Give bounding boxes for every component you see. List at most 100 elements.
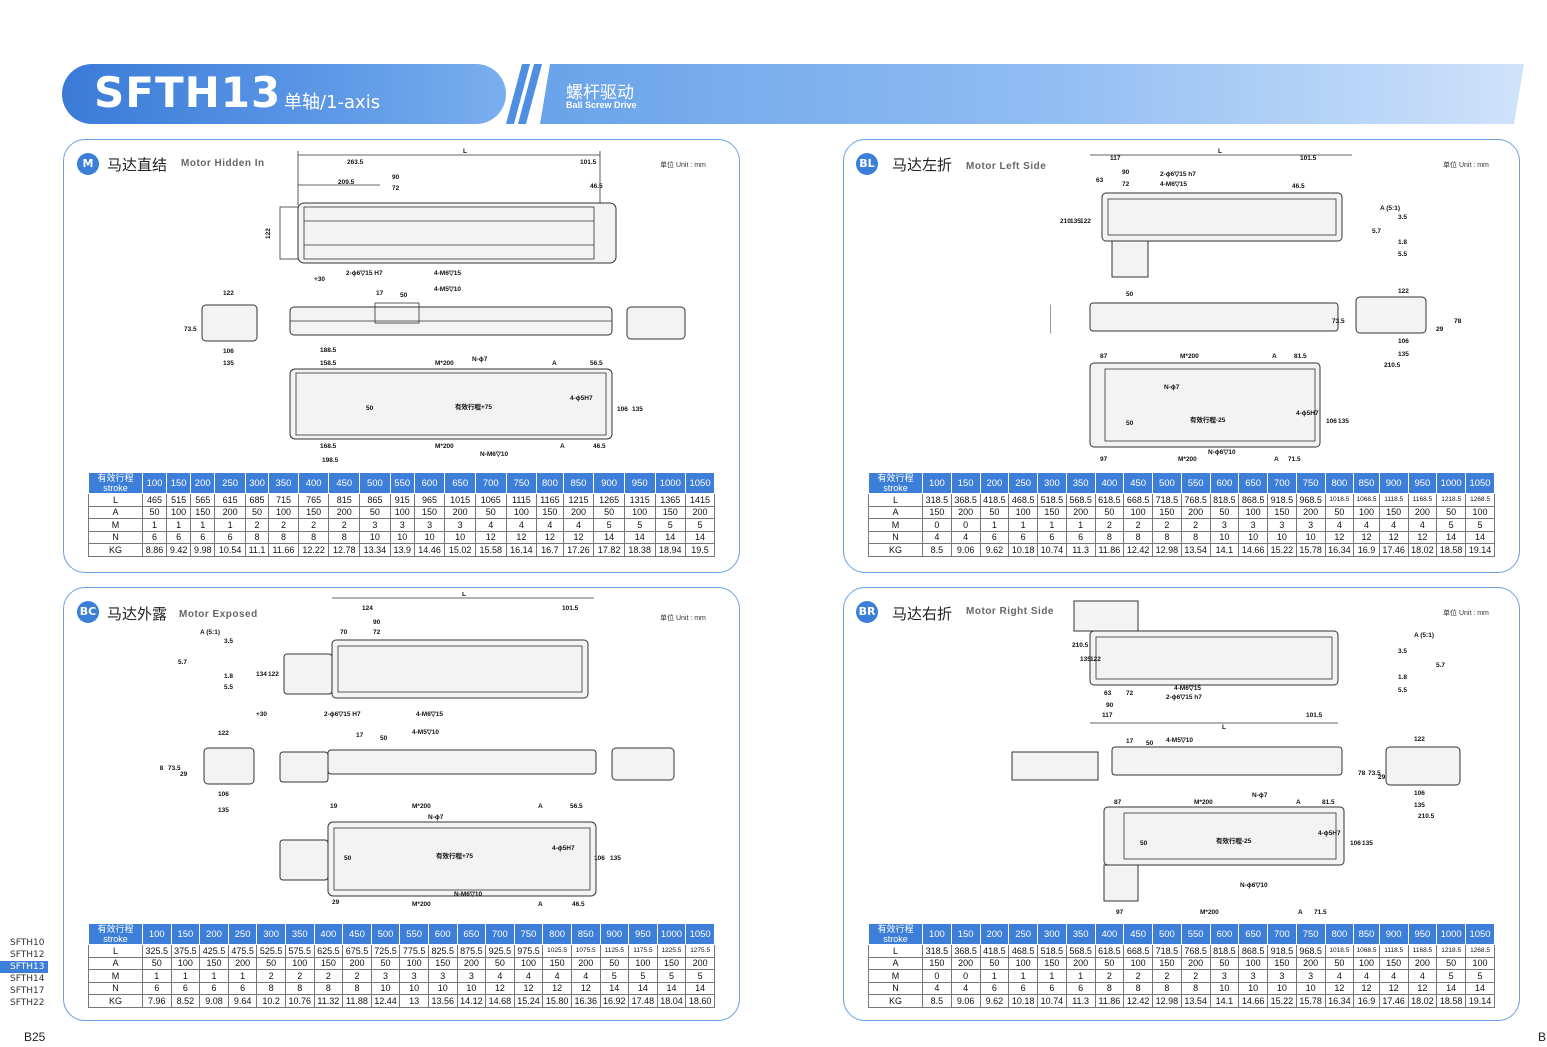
dim-ag: 106 — [1326, 418, 1337, 425]
stroke-col-header: 650 — [1238, 472, 1268, 494]
table-cell: 6 — [979, 530, 1010, 544]
table-cell: 200 — [685, 505, 715, 519]
dim-b: 101.5 — [1306, 712, 1323, 719]
table-cell: 1025.5 — [542, 944, 572, 958]
stroke-col-header: 750 — [513, 923, 544, 945]
dim-d: 63 — [1104, 690, 1112, 697]
table-cell: 100 — [268, 505, 299, 519]
table-cell: 718.5 — [1152, 944, 1182, 958]
table-cell: 100 — [1465, 505, 1495, 519]
table-cell: 150 — [1378, 956, 1409, 970]
table-cell: 1068.5 — [1353, 944, 1380, 958]
table-cell: 968.5 — [1295, 944, 1326, 958]
table-cell: 6 — [979, 981, 1010, 995]
stroke-col-header: 950 — [1407, 923, 1438, 945]
table-cell: 4 — [505, 518, 538, 532]
table-cell: 1125.5 — [599, 944, 630, 958]
dim-x: 135 — [218, 807, 229, 814]
dim-t: 29 — [1436, 326, 1444, 333]
dim-z: 87 — [1114, 799, 1122, 806]
table-cell: 6 — [1037, 981, 1067, 995]
dim-u: 78 — [1454, 318, 1462, 325]
dim-ai: 97 — [1100, 456, 1108, 463]
table-cell: 675.5 — [342, 944, 372, 958]
table-cell: 868.5 — [1238, 944, 1268, 958]
dim-m: +30 — [256, 711, 267, 718]
table-cell: 1265 — [593, 493, 625, 507]
series-index-item[interactable]: SFTH10 — [10, 938, 45, 948]
dim-w: A — [552, 360, 557, 367]
row-label: A — [88, 505, 143, 519]
table-cell: 8 — [297, 530, 330, 544]
table-cell: 375.5 — [170, 944, 201, 958]
table-cell: 150 — [313, 956, 344, 970]
stroke-col-header: 450 — [342, 923, 372, 945]
series-index-item[interactable]: SFTH22 — [10, 998, 45, 1008]
stroke-col-header: 950 — [1407, 472, 1438, 494]
stroke-col-header: 400 — [1094, 472, 1125, 494]
table-cell: 16.9 — [1353, 994, 1380, 1008]
table-cell: 1 — [142, 969, 172, 983]
table-cell: 6 — [1037, 530, 1067, 544]
dim-ag: 46.5 — [593, 443, 606, 450]
dim-u: M*200 — [435, 360, 454, 367]
table-cell: 10.74 — [1037, 543, 1067, 557]
drawing-motor-hidden: L 263.5 101.5 209.5 90 72 46.5 122 +30 2… — [184, 148, 686, 464]
table-cell: 5 — [1436, 518, 1467, 532]
stroke-col-header: 1000 — [1436, 472, 1467, 494]
table-cell: 50 — [474, 505, 507, 519]
dim-ab: N-ϕ7 — [1252, 792, 1268, 799]
table-cell: 150 — [922, 505, 952, 519]
table-cell: 1 — [227, 969, 258, 983]
table-cell: 8 — [256, 981, 286, 995]
table-cell: 50 — [599, 956, 630, 970]
table-cell: 318.5 — [922, 944, 952, 958]
table-cell: 100 — [166, 505, 192, 519]
dim-a: 124 — [362, 605, 373, 612]
table-cell: 14.12 — [456, 994, 487, 1008]
table-cell: 1225.5 — [656, 944, 687, 958]
dim-ad: 4-ϕ5H7 — [552, 845, 575, 852]
dim-m: 4-M5▽10 — [434, 286, 461, 293]
table-cell: 50 — [1436, 956, 1467, 970]
dim-ae: 50 — [1126, 420, 1134, 427]
dim-a: 117 — [1110, 155, 1121, 162]
dim-L: L — [462, 592, 466, 598]
series-index-item[interactable]: SFTH12 — [10, 950, 45, 960]
table-cell: 12 — [485, 981, 515, 995]
stroke-col-header: 900 — [1378, 472, 1409, 494]
table-cell: 4 — [950, 530, 981, 544]
row-label: A — [868, 956, 923, 970]
table-cell: 2 — [342, 969, 372, 983]
table-cell: 1 — [1065, 969, 1096, 983]
table-cell: 6 — [142, 981, 172, 995]
series-index-item-active[interactable]: SFTH13 — [0, 961, 48, 973]
table-cell: 16.34 — [1324, 543, 1355, 557]
table-cell: 14 — [599, 981, 630, 995]
dim-q: 50 — [1126, 291, 1134, 298]
table-cell: 200 — [1065, 956, 1096, 970]
table-cell: 518.5 — [1037, 493, 1067, 507]
table-cell: 10.74 — [1037, 994, 1067, 1008]
stroke-header: 有效行程 stroke — [88, 923, 143, 945]
table-cell: 150 — [1378, 505, 1409, 519]
table-cell: 100 — [1353, 505, 1380, 519]
table-cell: 14 — [1436, 530, 1467, 544]
table-cell: 50 — [142, 956, 172, 970]
dim-i: 1.8 — [224, 673, 233, 680]
table-cell: 525.5 — [256, 944, 286, 958]
table-cell: 10 — [444, 530, 476, 544]
table-cell: 10 — [370, 981, 401, 995]
table-cell: 8 — [313, 981, 344, 995]
stroke-col-header: 350 — [284, 923, 315, 945]
page-number-right: B — [1538, 1030, 1547, 1044]
stroke-col-header: 250 — [1008, 923, 1038, 945]
series-index-item[interactable]: SFTH14 — [10, 974, 45, 984]
table-cell: 0 — [950, 518, 981, 532]
dim-n: 5.7 — [1372, 228, 1381, 235]
table-cell: 50 — [979, 956, 1010, 970]
series-index-item[interactable]: SFTH17 — [10, 986, 45, 996]
table-cell: 150 — [1037, 956, 1067, 970]
table-cell: 3 — [1238, 518, 1268, 532]
